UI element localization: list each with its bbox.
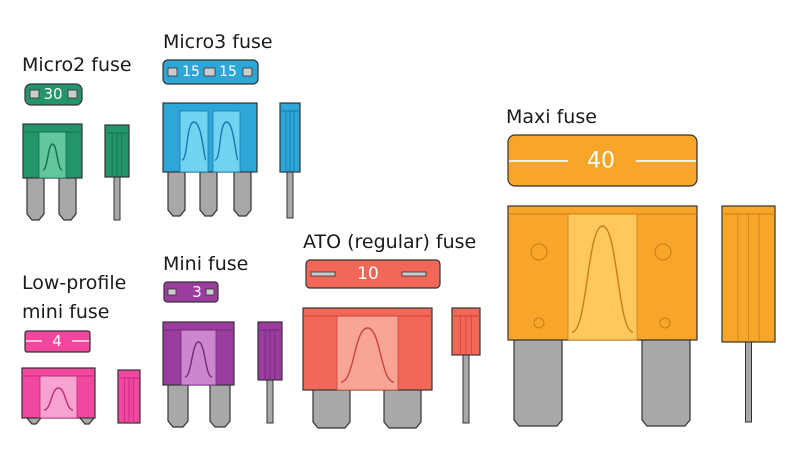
side-pin	[286, 169, 294, 219]
fuse-element	[42, 143, 63, 171]
micro2-rating: 30	[43, 85, 62, 103]
side-pin	[266, 377, 274, 424]
maxi-rating: 40	[587, 149, 615, 174]
lowprofile-label-line2: mini fuse	[22, 301, 109, 323]
blade-leg	[383, 385, 422, 429]
fuse-element	[571, 225, 634, 333]
fuse-element	[340, 327, 395, 383]
ato-fuse	[302, 259, 481, 429]
lowprofile-label-line1: Low-profile	[22, 272, 126, 294]
terminal-slot	[67, 89, 78, 99]
fuse-element	[43, 387, 74, 411]
blade-leg	[26, 173, 45, 221]
terminal-slot	[242, 67, 253, 77]
blade-leg	[199, 167, 218, 217]
fuse-window	[38, 131, 67, 179]
mini-label: Mini fuse	[163, 253, 248, 275]
lowprofile-mini-fuse	[21, 330, 141, 425]
top-view-badge	[305, 259, 441, 289]
blade-leg	[513, 335, 563, 427]
top-view-badge	[507, 134, 698, 187]
top-view-badge	[24, 83, 83, 106]
top-view-badge	[163, 281, 219, 303]
fuse-body	[162, 102, 258, 173]
ato-label: ATO (regular) fuse	[303, 231, 476, 253]
blade-leg	[312, 385, 351, 429]
ato-rating: 10	[357, 264, 379, 284]
terminal-slot	[205, 288, 215, 296]
rivet-circle	[654, 243, 672, 261]
terminal-slot	[203, 67, 216, 77]
mini-rating: 3	[192, 283, 202, 301]
side-pin	[745, 339, 752, 423]
fuse-window	[212, 110, 241, 173]
fuse-window	[179, 110, 209, 173]
maxi-fuse	[507, 134, 776, 427]
side-pin	[113, 174, 121, 221]
rivet-circle	[659, 317, 671, 329]
maxi-label: Maxi fuse	[506, 106, 597, 128]
micro3-rating-a: 15	[182, 64, 200, 80]
blade-leg	[209, 380, 231, 428]
blade-leg	[167, 380, 189, 428]
rivet-circle	[530, 243, 548, 261]
blade-leg	[167, 167, 186, 217]
fuse-element	[214, 121, 239, 161]
top-view-badge	[24, 330, 91, 353]
micro2-fuse	[22, 83, 130, 221]
side-pin	[462, 352, 470, 424]
micro3-rating-b: 15	[219, 64, 237, 80]
terminal-slot	[167, 288, 177, 296]
rivet-circle	[533, 317, 545, 329]
terminal-slot	[401, 271, 427, 277]
micro2-label: Micro2 fuse	[22, 54, 132, 76]
terminal-slot	[310, 271, 336, 277]
fuse-window	[567, 213, 638, 341]
blade-leg	[641, 335, 691, 427]
fuse-element	[184, 341, 213, 378]
terminal-slot	[29, 89, 40, 99]
micro3-label: Micro3 fuse	[163, 31, 273, 53]
blade-leg	[58, 173, 77, 221]
mini-fuse	[162, 281, 283, 428]
fuse-element	[181, 121, 207, 161]
blade-leg	[233, 167, 252, 217]
lowprofile-rating: 4	[52, 332, 62, 350]
micro3-fuse	[162, 59, 301, 219]
fuse-window	[39, 375, 78, 419]
terminal-slot	[167, 67, 178, 77]
